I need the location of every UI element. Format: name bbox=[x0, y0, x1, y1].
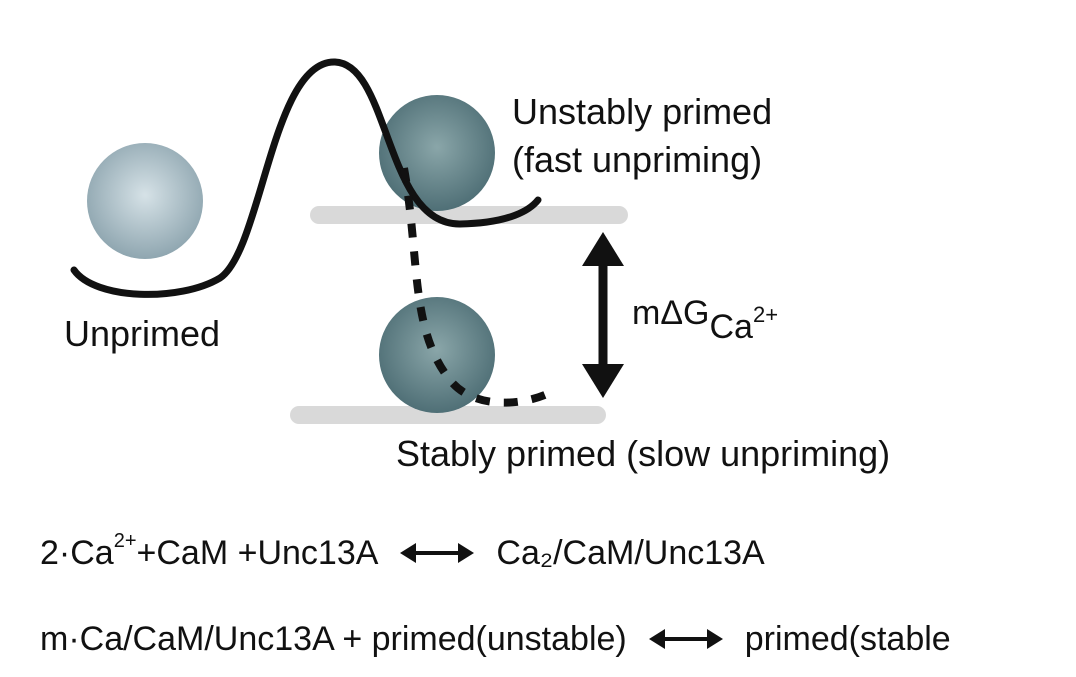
upper-platform bbox=[310, 206, 628, 224]
equation-2: m·Ca/CaM/Unc13A + primed(unstable) prime… bbox=[40, 622, 951, 656]
stably-primed-vesicle-ball bbox=[379, 297, 495, 413]
energy-barrier-curve bbox=[70, 58, 542, 298]
eq2-left: m·Ca/CaM/Unc13A + primed(unstable) bbox=[40, 620, 627, 658]
double-arrow-icon bbox=[400, 543, 475, 563]
delta-g-main: mΔG bbox=[632, 294, 710, 332]
eq1-left-a: 2·Ca bbox=[40, 534, 114, 572]
unprimed-label: Unprimed bbox=[64, 313, 221, 354]
eq1-right: Ca₂/CaM/Unc13A bbox=[496, 534, 765, 572]
stably-primed-label: Stably primed (slow unpriming) bbox=[396, 433, 891, 474]
eq1-left-b: +CaM +Unc13A bbox=[136, 534, 379, 572]
energy-difference-double-arrow bbox=[582, 232, 624, 398]
fast-unpriming-label: (fast unpriming) bbox=[512, 139, 763, 180]
unprimed-vesicle-ball bbox=[87, 143, 203, 259]
delta-g-subscript: Ca bbox=[709, 308, 753, 346]
double-arrow-icon bbox=[648, 629, 723, 649]
unstably-primed-label: Unstably primed bbox=[512, 91, 773, 132]
lower-platform bbox=[290, 406, 606, 424]
delta-g-superscript: 2+ bbox=[752, 302, 779, 327]
eq2-right: primed(stable bbox=[744, 620, 951, 658]
delta-g-label: mΔGCa2+ bbox=[632, 294, 779, 344]
eq1-left-superscript: 2+ bbox=[113, 530, 137, 552]
stable-priming-dashed-curve bbox=[400, 167, 558, 407]
